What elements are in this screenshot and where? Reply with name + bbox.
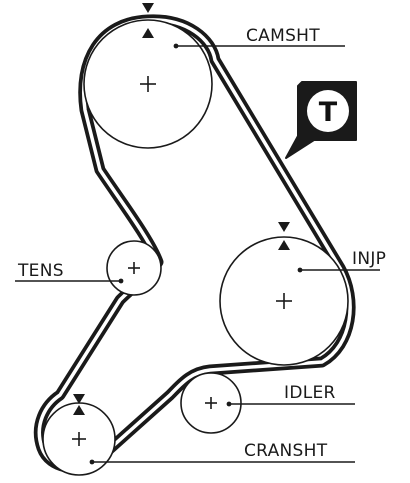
camshaft-pulley	[83, 3, 213, 149]
t-badge-circle	[307, 90, 349, 132]
camshaft-label: CAMSHT	[246, 26, 320, 46]
t-badge: T	[285, 81, 357, 159]
camshaft-timing-mark-inner	[142, 28, 154, 38]
timing-belt	[33, 14, 356, 474]
camshaft-timing-mark-outer	[142, 3, 154, 13]
crankshaft-pulley	[42, 394, 116, 476]
tensioner-callout: TENS	[15, 261, 124, 284]
injection-pump-label: INJP	[352, 249, 386, 269]
tensioner-label: TENS	[17, 261, 64, 281]
injection-pump-pulley	[219, 222, 349, 366]
crankshaft-label: CRANSHT	[244, 441, 328, 461]
injp-callout: INJP	[297, 249, 386, 273]
t-badge-letter: T	[319, 97, 338, 128]
crankshaft-callout: CRANSHT	[89, 441, 355, 465]
idler-label: IDLER	[284, 383, 336, 403]
tensioner-pulley	[106, 240, 162, 296]
injp-timing-mark-inner	[278, 240, 290, 250]
injp-timing-mark-outer	[278, 222, 290, 232]
camshaft-callout: CAMSHT	[173, 26, 345, 49]
idler-pulley	[180, 372, 242, 434]
crankshaft-timing-mark-inner	[73, 405, 85, 415]
crankshaft-timing-mark-outer	[73, 394, 85, 404]
idler-callout: IDLER	[226, 383, 355, 407]
